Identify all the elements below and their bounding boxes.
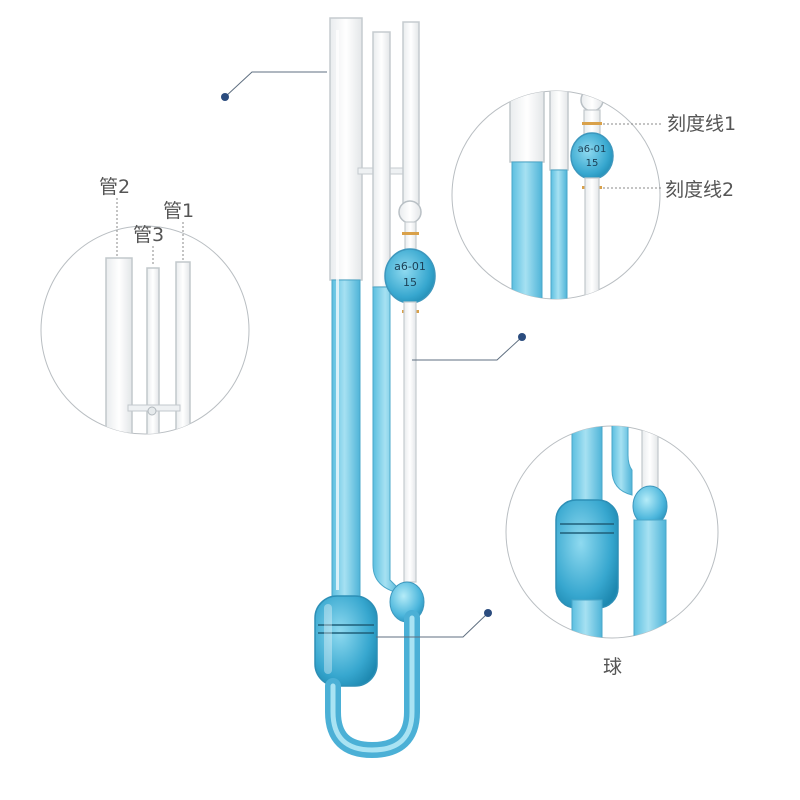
pointer-lines bbox=[221, 71, 526, 638]
zoom-circle-marks: a6-01 15 bbox=[451, 90, 662, 300]
label-tube-2: 管2 bbox=[99, 176, 131, 198]
zoom-bulb-marking: a6-01 bbox=[578, 144, 607, 155]
tube-1-main bbox=[384, 21, 436, 583]
zoom-circle-bulb bbox=[505, 425, 719, 639]
label-tube-3: 管3 bbox=[133, 224, 165, 246]
u-bend bbox=[325, 610, 420, 759]
tube-2-main bbox=[329, 17, 363, 599]
tube-3-main bbox=[372, 31, 401, 593]
main-bulb-reservoir bbox=[314, 595, 378, 687]
zoom-circle-tubes bbox=[40, 198, 250, 435]
label-mark-1: 刻度线1 bbox=[667, 113, 737, 135]
main-bulb-marking: a6-01 bbox=[394, 260, 426, 273]
label-tube-1: 管1 bbox=[163, 200, 195, 222]
viscometer: a6-01 15 bbox=[314, 17, 436, 759]
label-mark-2: 刻度线2 bbox=[665, 179, 735, 201]
main-bulb-number: 15 bbox=[403, 276, 417, 289]
label-bulb: 球 bbox=[603, 656, 623, 678]
zoom-bulb-number: 15 bbox=[586, 158, 599, 169]
